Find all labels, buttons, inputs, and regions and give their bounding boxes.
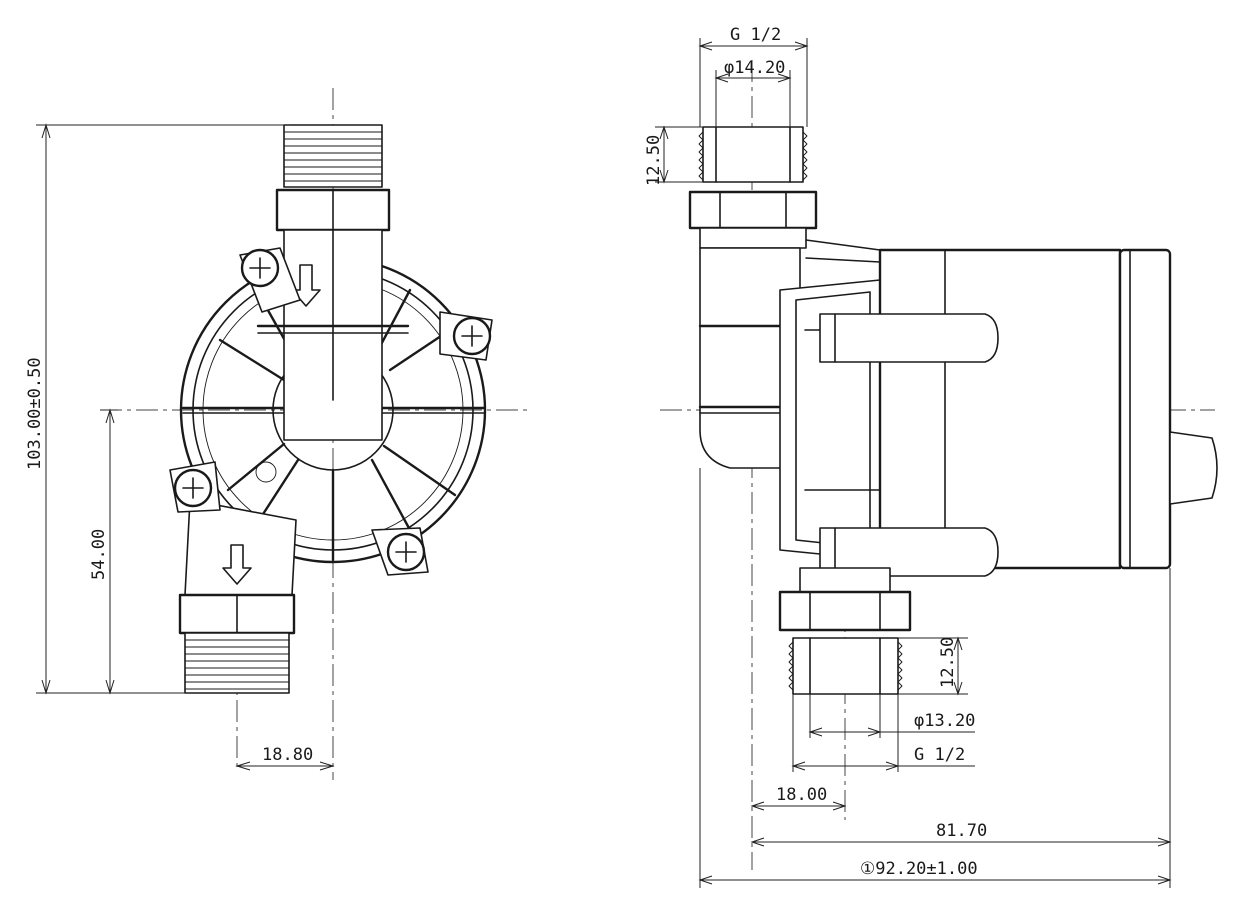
motor-housing [878, 248, 1122, 570]
dim-outlet-thread-len: 12.50 [938, 637, 958, 688]
outlet-thread [184, 632, 290, 694]
dim-side-outlet-offset: 18.00 [776, 785, 827, 805]
screw-right-icon [439, 311, 493, 361]
dim-body-length: 81.70 [936, 821, 987, 841]
motor-end-cap [1118, 248, 1172, 570]
front-view: 103.00±0.50 54.00 18.80 [25, 88, 530, 780]
dim-outlet-offset: 18.80 [262, 745, 313, 765]
mount-ear-top [819, 313, 999, 363]
screw-bottom-right-icon [371, 527, 429, 576]
motor-shaft-nub [1169, 431, 1218, 505]
front-dimensions: 103.00±0.50 54.00 18.80 [25, 123, 335, 771]
dim-overall-length: ①92.20±1.00 [860, 859, 978, 879]
side-outlet-thread [792, 637, 899, 695]
dim-inlet-thread-len: 12.50 [644, 135, 664, 186]
side-dimensions: G 1/2 φ14.20 12.50 12.50 [644, 25, 1172, 888]
side-outlet [778, 567, 912, 695]
dim-outlet-height: 54.00 [89, 529, 109, 580]
dim-outlet-thread: G 1/2 [914, 745, 965, 765]
mounting-screws [169, 247, 493, 576]
side-top-flange [805, 239, 881, 263]
inlet-pipe [256, 124, 410, 441]
screw-left-icon [169, 461, 221, 513]
inlet-thread [283, 124, 383, 188]
dim-outlet-bore: φ13.20 [914, 711, 975, 731]
dim-inlet-bore: φ14.20 [724, 58, 785, 78]
dim-overall-height: 103.00±0.50 [25, 357, 45, 470]
logo-mark-icon [255, 461, 277, 483]
side-outlet-hex-nut [778, 590, 912, 632]
outlet-flow-arrow-icon [222, 544, 252, 585]
screw-top-left-icon [239, 247, 301, 313]
side-inlet-thread [702, 126, 804, 183]
mount-ear-bottom [819, 527, 999, 577]
side-inlet-hex-nut [688, 190, 818, 230]
side-inlet [688, 126, 818, 249]
dim-inlet-thread: G 1/2 [730, 25, 781, 45]
side-view: G 1/2 φ14.20 12.50 12.50 [644, 25, 1218, 888]
outlet-pipe [178, 499, 297, 694]
inlet-flow-arrow-icon [291, 264, 321, 307]
